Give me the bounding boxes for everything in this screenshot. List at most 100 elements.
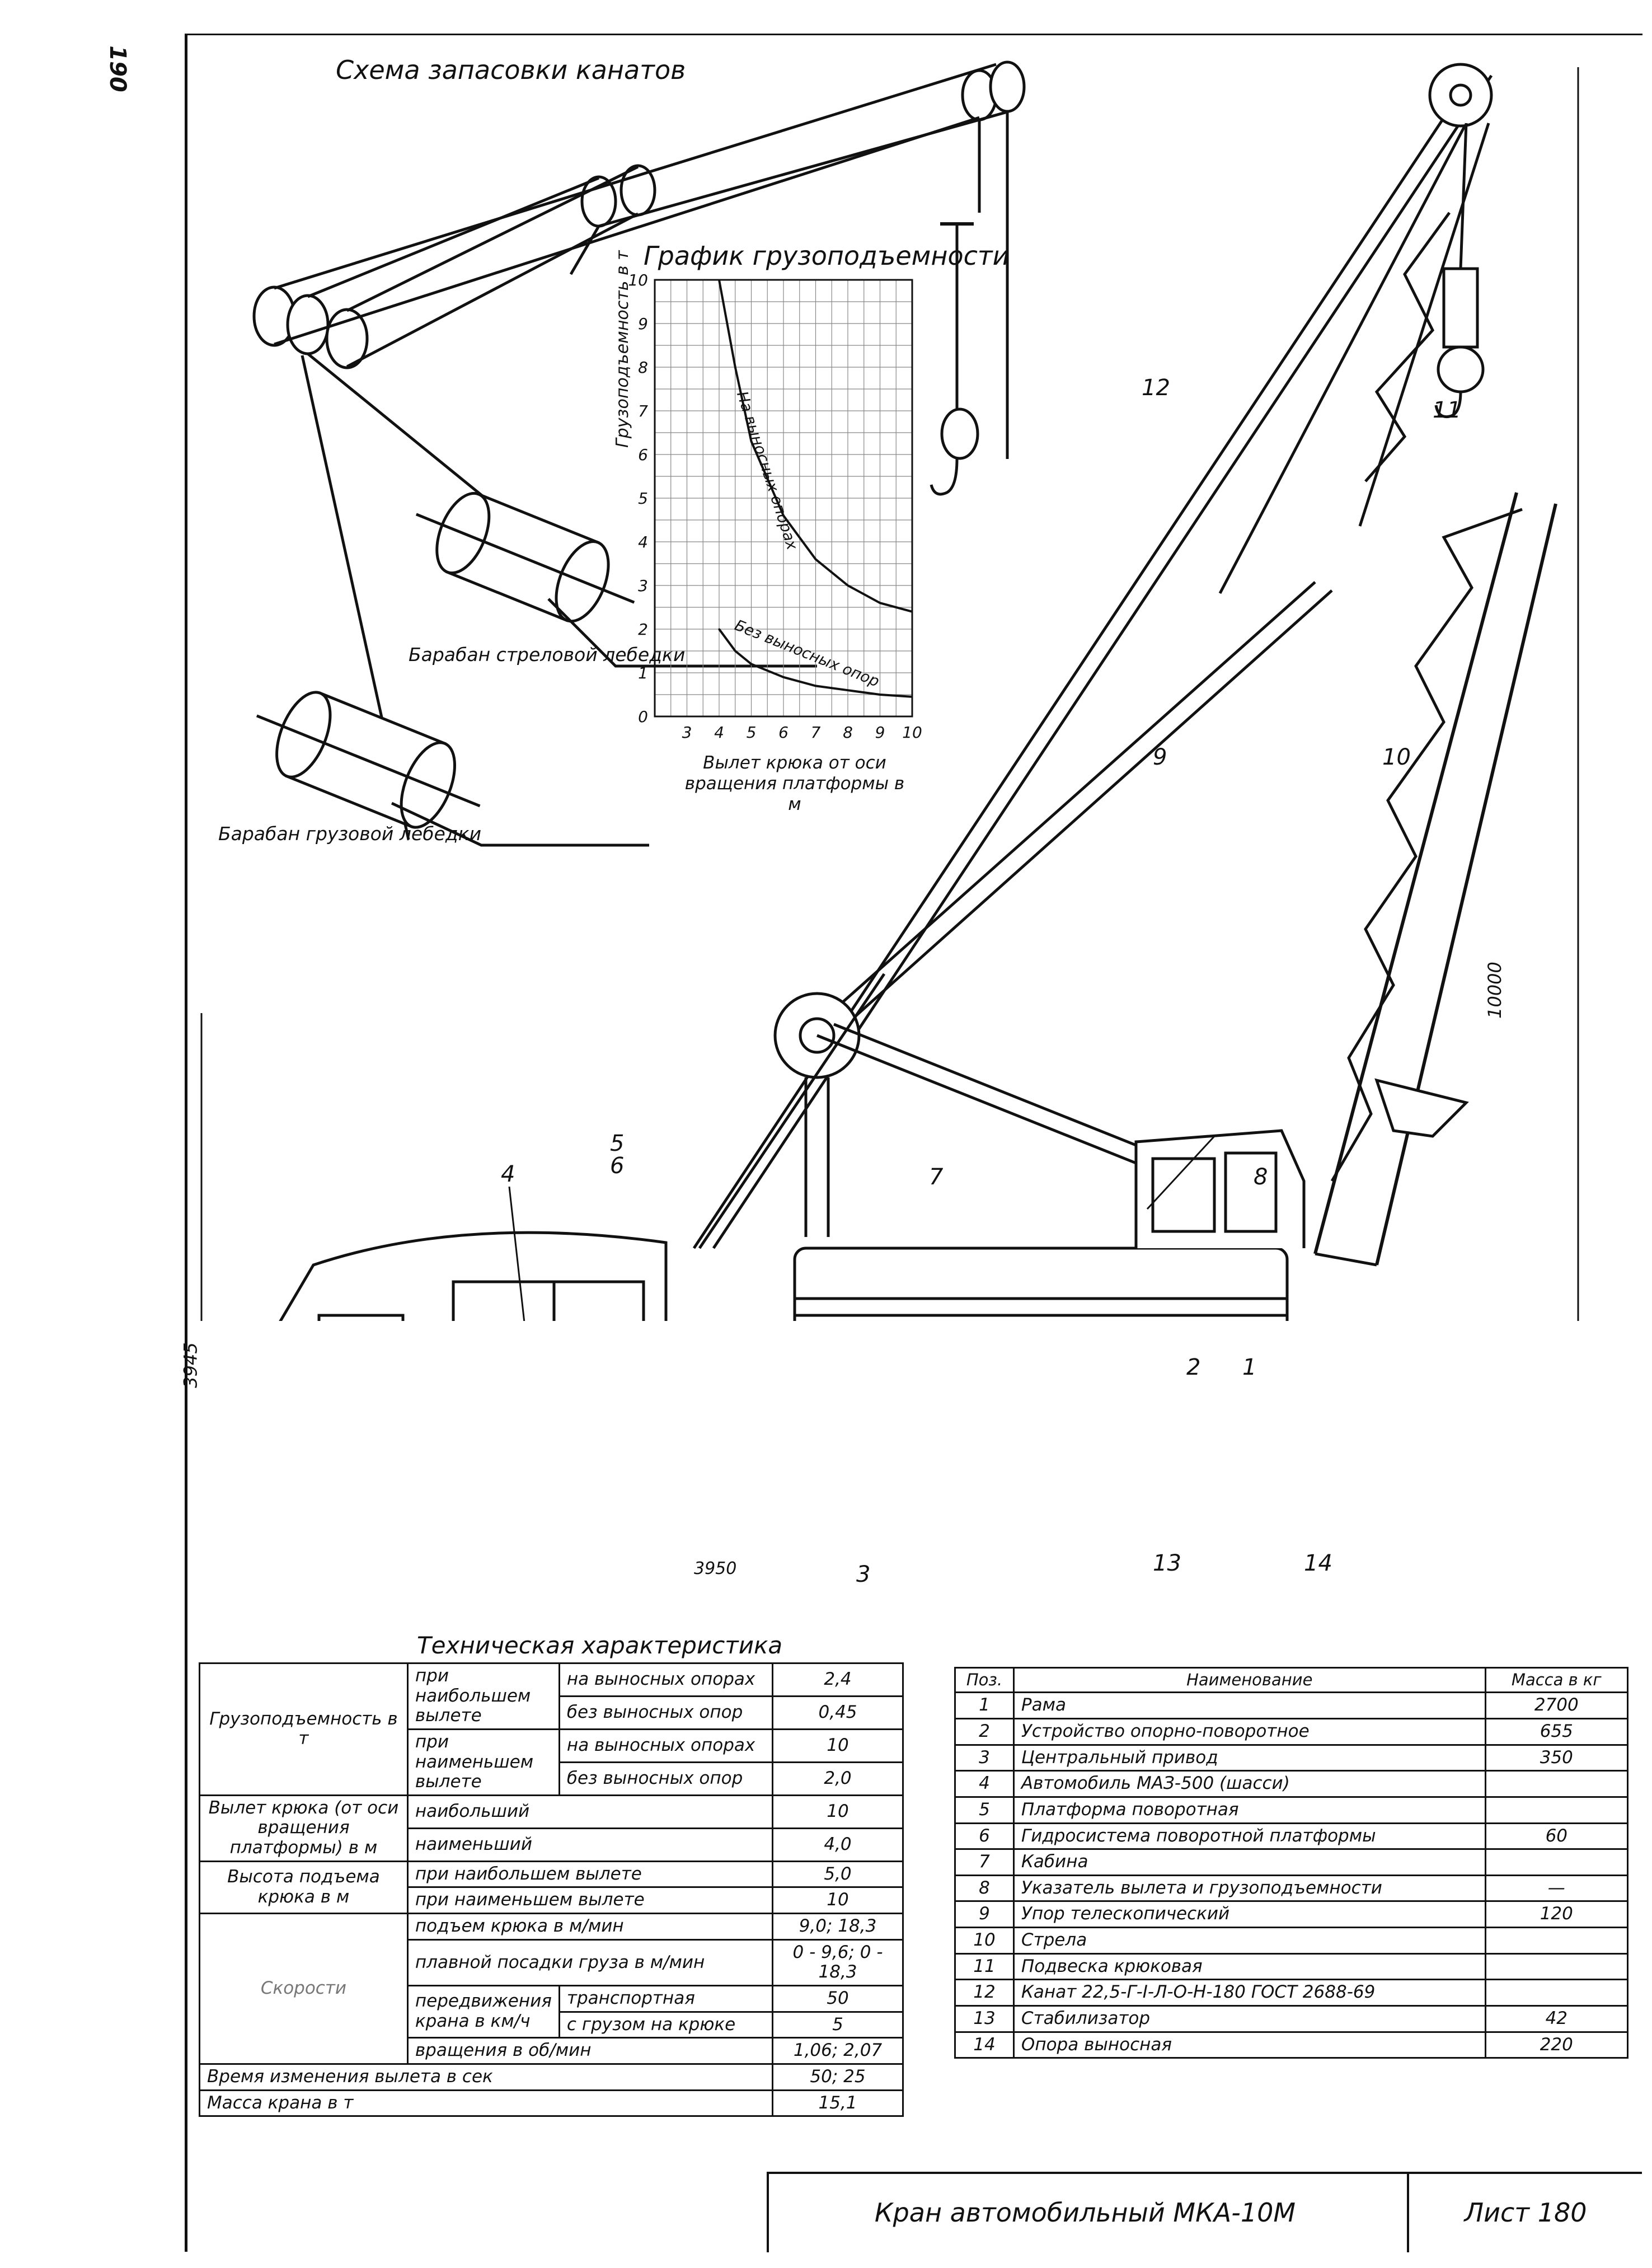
sheet-title: Кран автомобильный МКА-10М xyxy=(874,2197,1296,2228)
table-row: Вылет крюка (от оси вращения платформы) … xyxy=(199,1794,904,1862)
y-tick-label: 10 xyxy=(628,271,648,289)
tech-rotation: вращения в об/мин xyxy=(406,2037,774,2065)
table-row: вращения в об/мин 1,06; 2,07 xyxy=(200,2037,904,2065)
part-pos: 6 xyxy=(954,1822,1015,1850)
x-tick-label: 9 xyxy=(875,723,885,742)
tech-mass: Масса крана в т xyxy=(198,2089,774,2117)
tech-speeds: Скорости xyxy=(199,1913,409,2065)
tech-min: наименьший xyxy=(406,1827,774,1862)
data-point xyxy=(847,689,849,691)
callout-10: 10 xyxy=(1382,744,1411,770)
table-row: с грузом на крюке 5 xyxy=(200,2011,904,2039)
data-point xyxy=(734,366,736,368)
tech-value: 5 xyxy=(772,2011,904,2039)
x-tick-label: 5 xyxy=(747,723,757,742)
reeving-diagram xyxy=(252,60,1026,847)
callout-14: 14 xyxy=(1304,1550,1332,1576)
part-pos: 10 xyxy=(954,1927,1015,1955)
part-mass: 2700 xyxy=(1484,1691,1629,1719)
tech-reach-time: Время изменения вылета в сек xyxy=(198,2063,774,2091)
tech-title: Техническая характеристика xyxy=(417,1632,783,1659)
y-tick-label: 1 xyxy=(638,664,648,682)
table-header-row: Поз. Наименование Масса в кг xyxy=(954,1666,1629,1694)
boom-drum-label: Барабан стреловой лебедки xyxy=(409,644,686,666)
tech-reach: Вылет крюка (от оси вращения платформы) … xyxy=(199,1794,409,1862)
table-row: Масса крана в т 15,1 xyxy=(198,2089,904,2117)
chart-title: График грузоподъемности xyxy=(644,241,1010,271)
part-pos: 4 xyxy=(954,1770,1015,1798)
part-name: Устройство опорно-поворотное xyxy=(1012,1717,1486,1746)
part-mass xyxy=(1484,1848,1629,1876)
tech-transport: транспортная xyxy=(558,1984,774,2013)
data-point xyxy=(879,693,881,696)
col-name: Наименование xyxy=(1012,1666,1486,1694)
data-point xyxy=(782,676,785,678)
data-point xyxy=(815,685,816,687)
x-tick-label: 10 xyxy=(902,723,922,742)
tech-without-outriggers: без выносных опор xyxy=(558,1761,774,1796)
callout-4: 4 xyxy=(501,1161,515,1187)
part-name: Опора выносная xyxy=(1012,2031,1486,2059)
tech-h-max: при наибольшем вылете xyxy=(406,1860,774,1889)
part-name: Упор телескопический xyxy=(1012,1900,1486,1929)
table-row: Высота подъема крюка в м при наибольшем … xyxy=(199,1860,904,1915)
table-row: без выносных опор 2,0 xyxy=(200,1761,904,1796)
data-point xyxy=(750,441,752,443)
tech-at-max-reach: при наибольшем вылете xyxy=(406,1662,560,1730)
tech-value: 2,4 xyxy=(772,1662,904,1697)
part-mass xyxy=(1484,1952,1629,1981)
reeving-title: Схема запасовки канатов xyxy=(336,55,686,85)
table-row: Скорости подъем крюка в м/мин 9,0; 18,3 xyxy=(199,1913,904,2065)
tech-at-min-reach: при наименьшем вылете xyxy=(406,1728,560,1796)
x-tick-label: 7 xyxy=(811,723,821,742)
y-tick-label: 9 xyxy=(638,315,648,333)
page-frame xyxy=(185,34,1642,2252)
part-pos: 9 xyxy=(954,1900,1015,1929)
data-point xyxy=(911,611,913,613)
x-tick-label: 8 xyxy=(843,723,853,742)
part-mass xyxy=(1484,1927,1629,1955)
tech-value: 2,0 xyxy=(772,1761,904,1796)
load-drum-label: Барабан грузовой лебедки xyxy=(218,823,482,845)
y-tick-label: 7 xyxy=(638,402,648,420)
plot-frame xyxy=(654,279,913,718)
col-pos: Поз. xyxy=(954,1666,1015,1694)
part-pos: 2 xyxy=(954,1717,1015,1746)
table-row: без выносных опор 0,45 xyxy=(200,1695,904,1730)
data-point xyxy=(847,584,849,587)
y-tick-label: 5 xyxy=(638,489,648,508)
tech-smooth: плавной посадки груза в м/мин xyxy=(406,1938,774,1986)
sheet-label-text: Лист 180 xyxy=(1464,2197,1587,2228)
x-tick-label: 4 xyxy=(714,723,724,742)
tech-value: 10 xyxy=(772,1794,904,1829)
tech-h-min: при наименьшем вылете xyxy=(406,1886,774,1915)
callout-12: 12 xyxy=(1142,375,1170,401)
tech-table: Грузоподъемность в т при наибольшем выле… xyxy=(198,1662,904,2117)
sheet-label: Лист 180 xyxy=(1407,2174,1642,2252)
part-pos: 12 xyxy=(954,1979,1015,2007)
callout-3: 3 xyxy=(856,1562,871,1587)
tech-capacity: Грузоподъемность в т xyxy=(199,1662,409,1796)
table-row: Грузоподъемность в т при наибольшем выле… xyxy=(199,1662,904,1796)
tech-value: 4,0 xyxy=(772,1827,904,1862)
part-name: Подвеска крюковая xyxy=(1012,1952,1486,1981)
table-row: при наименьшем вылете на выносных опорах… xyxy=(200,1728,904,1796)
callout-6: 6 xyxy=(610,1153,625,1179)
y-tick-label: 3 xyxy=(638,577,648,595)
y-tick-label: 4 xyxy=(638,533,648,551)
part-mass xyxy=(1484,1770,1629,1798)
part-pos: 14 xyxy=(954,2031,1015,2059)
data-point xyxy=(911,696,913,698)
part-pos: 5 xyxy=(954,1796,1015,1824)
callout-9: 9 xyxy=(1153,744,1167,770)
chart-xlabel: Вылет крюка от оси вращения платформы в … xyxy=(684,753,905,815)
tech-max: наибольший xyxy=(406,1794,774,1829)
